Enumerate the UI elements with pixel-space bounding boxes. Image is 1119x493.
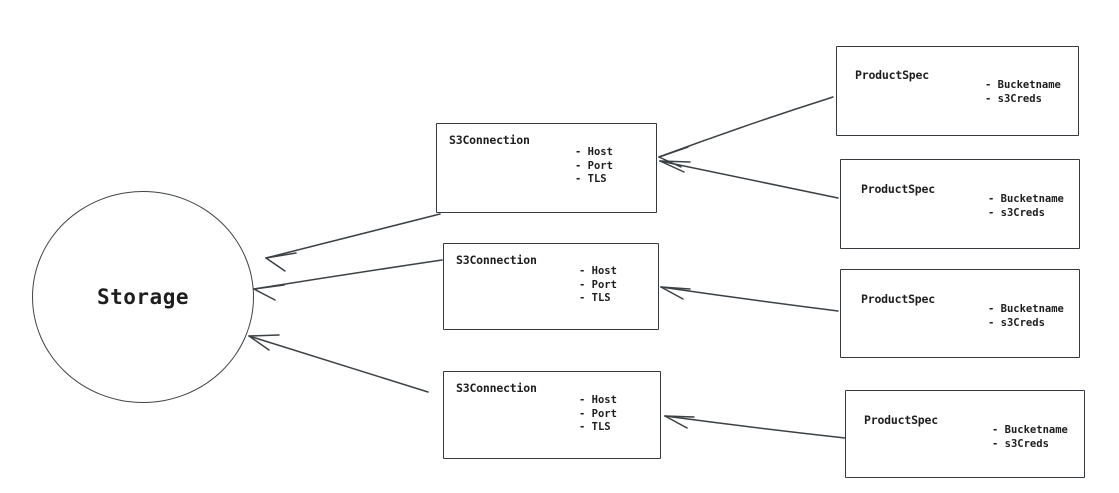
arrow-conn3-to-storage [248, 334, 429, 393]
s3-connection-2-field-host: - Host [579, 265, 617, 277]
s3-connection-1-field-port: - Port [575, 159, 613, 172]
s3-connection-1-node[interactable]: S3Connection - Host - Port - TLS [436, 123, 657, 213]
arrow-spec3-to-conn2 [660, 286, 839, 312]
product-spec-2-title: ProductSpec [861, 182, 935, 196]
arrow-conn1-to-storage [265, 213, 441, 272]
s3-connection-2-field-tls: - TLS [579, 292, 611, 304]
arrow-spec4-to-conn3 [664, 415, 846, 439]
product-spec-2-fields: - Bucketname - s3Creds [988, 193, 1064, 220]
product-spec-2-node[interactable]: ProductSpec - Bucketname - s3Creds [840, 159, 1080, 249]
product-spec-1-node[interactable]: ProductSpec - Bucketname - s3Creds [836, 46, 1079, 136]
product-spec-1-fields: - Bucketname - s3Creds [985, 79, 1061, 106]
s3-connection-3-node[interactable]: S3Connection - Host - Port - TLS [443, 371, 661, 459]
s3-connection-3-field-host: - Host [579, 394, 617, 406]
s3-connection-3-fields: - Host - Port - TLS [579, 394, 617, 435]
product-spec-3-field-bucketname: - Bucketname [988, 303, 1064, 315]
arrow-conn2-to-storage [253, 259, 443, 301]
product-spec-3-title: ProductSpec [861, 292, 935, 306]
product-spec-2-field-s3creds: - s3Creds [988, 206, 1045, 219]
s3-connection-3-field-port: - Port [579, 407, 617, 420]
s3-connection-3-title: S3Connection [456, 381, 537, 395]
s3-connection-2-node[interactable]: S3Connection - Host - Port - TLS [443, 243, 659, 330]
product-spec-3-field-s3creds: - s3Creds [988, 316, 1045, 329]
product-spec-4-node[interactable]: ProductSpec - Bucketname - s3Creds [845, 390, 1085, 478]
s3-connection-2-title: S3Connection [456, 253, 537, 267]
s3-connection-1-field-tls: - TLS [575, 173, 607, 185]
product-spec-4-fields: - Bucketname - s3Creds [992, 424, 1068, 451]
s3-connection-3-field-tls: - TLS [579, 421, 611, 433]
product-spec-1-field-s3creds: - s3Creds [985, 92, 1042, 105]
s3-connection-2-fields: - Host - Port - TLS [579, 265, 617, 306]
product-spec-1-field-bucketname: - Bucketname [985, 79, 1061, 91]
storage-label: Storage [96, 285, 189, 309]
arrow-spec1-to-conn1 [658, 96, 834, 168]
product-spec-3-node[interactable]: ProductSpec - Bucketname - s3Creds [840, 269, 1080, 358]
product-spec-2-field-bucketname: - Bucketname [988, 193, 1064, 205]
s3-connection-1-field-host: - Host [575, 146, 613, 158]
s3-connection-2-field-port: - Port [579, 278, 617, 291]
product-spec-4-field-bucketname: - Bucketname [992, 424, 1068, 436]
product-spec-3-fields: - Bucketname - s3Creds [988, 303, 1064, 330]
storage-node[interactable]: Storage [32, 191, 254, 403]
arrow-spec2-to-conn1 [659, 160, 839, 199]
product-spec-4-title: ProductSpec [864, 413, 938, 427]
s3-connection-1-fields: - Host - Port - TLS [575, 146, 613, 187]
s3-connection-1-title: S3Connection [449, 133, 530, 147]
product-spec-1-title: ProductSpec [855, 68, 929, 82]
product-spec-4-field-s3creds: - s3Creds [992, 437, 1049, 450]
